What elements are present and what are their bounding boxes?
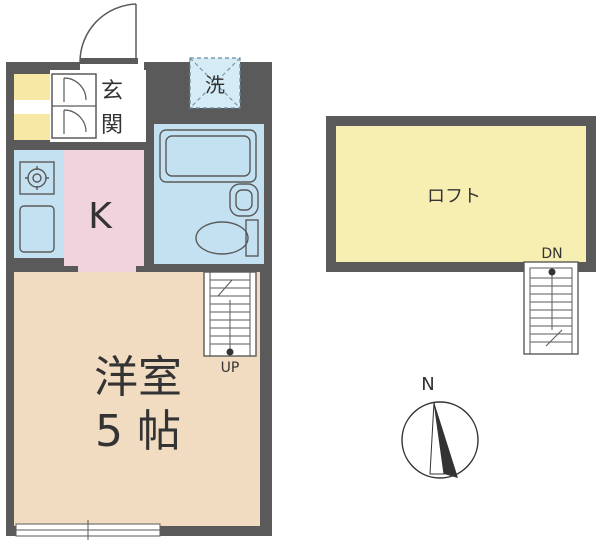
- loft-area: [336, 126, 586, 262]
- loft-label: ロフト: [427, 186, 481, 207]
- room-size-label: 5 帖: [95, 406, 181, 457]
- stairs-down-label: DN: [541, 246, 562, 262]
- loft-floor: ロフト DN: [326, 116, 596, 355]
- stairs-down-icon: [523, 261, 579, 355]
- room-name-label: 洋室: [94, 352, 182, 403]
- kitchen-door-gap: [78, 262, 136, 272]
- bathtub-icon: [159, 129, 257, 183]
- shoe-shelf-upper: [14, 74, 50, 100]
- stairs-up-label: UP: [221, 360, 240, 376]
- north-label: N: [421, 374, 434, 395]
- wash-basin-icon: [229, 183, 259, 217]
- gas-stove-icon: [19, 161, 55, 195]
- window: [15, 520, 161, 540]
- washer-label: 洗: [205, 73, 225, 97]
- shoe-shelf-lower: [14, 114, 50, 140]
- genkan-label-bottom: 関: [101, 113, 123, 138]
- main-floor: 玄 関 K: [6, 3, 272, 540]
- stairs-icon: [203, 271, 257, 357]
- kitchen-label: K: [88, 196, 113, 237]
- front-door-swing-icon: [79, 3, 137, 63]
- compass-icon: [401, 401, 479, 479]
- door-swing-icon: [63, 77, 87, 134]
- toilet-icon: [195, 219, 259, 257]
- kitchen-counter: [14, 150, 64, 258]
- washer-space-icon: [189, 57, 241, 109]
- sink-icon: [19, 205, 55, 253]
- entrance-opening: [80, 62, 144, 72]
- shelf-divider: [14, 100, 50, 114]
- kitchen-area: [64, 150, 144, 266]
- genkan-label-top: 玄: [101, 79, 123, 104]
